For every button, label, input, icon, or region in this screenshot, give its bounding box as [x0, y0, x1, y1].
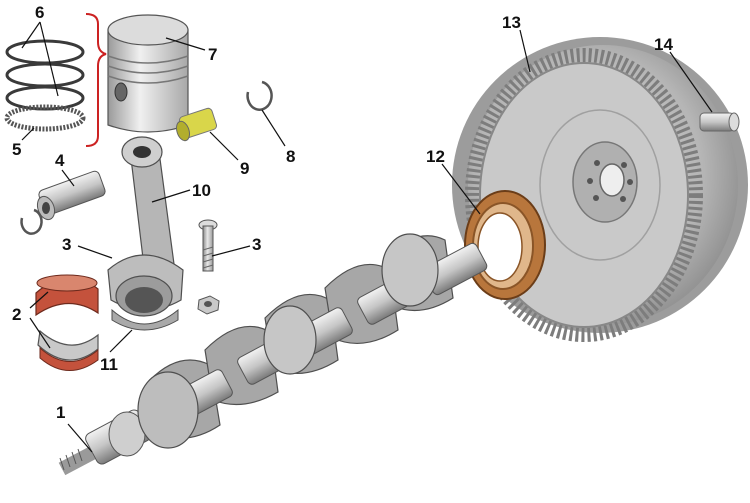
flywheel-shaft — [699, 112, 740, 132]
callout-12: 12 — [426, 147, 445, 166]
pin-bushing — [176, 107, 218, 142]
leader-lines — [21, 21, 713, 453]
callout-11: 11 — [100, 355, 118, 374]
rod-nut — [197, 295, 220, 315]
rod-bolt — [198, 219, 218, 272]
callout-2: 2 — [12, 305, 21, 324]
callout-6: 6 — [35, 3, 44, 22]
rings-bracket — [85, 13, 107, 147]
piston — [107, 14, 189, 133]
callout-1: 1 — [56, 403, 65, 422]
callout-3-left: 3 — [62, 235, 71, 254]
callout-4: 4 — [55, 151, 65, 170]
callouts: 1 2 3 3 4 5 6 7 8 9 10 11 12 13 14 — [12, 3, 673, 422]
callout-5: 5 — [12, 140, 21, 159]
bearing-shell-lower — [37, 329, 99, 371]
callout-9: 9 — [240, 159, 249, 178]
circlip-right — [246, 80, 273, 111]
connecting-rod — [107, 136, 184, 331]
oil-seal — [464, 190, 546, 300]
piston-pin — [36, 170, 106, 221]
callout-10: 10 — [192, 181, 211, 200]
callout-7: 7 — [208, 45, 217, 64]
piston-rings — [4, 39, 86, 132]
callout-13: 13 — [502, 13, 521, 32]
callout-8: 8 — [286, 147, 295, 166]
crankshaft — [58, 233, 488, 476]
circlip-left — [20, 208, 43, 235]
callout-3-right: 3 — [252, 235, 261, 254]
callout-14: 14 — [654, 35, 673, 54]
bearing-shell-upper — [35, 274, 99, 317]
